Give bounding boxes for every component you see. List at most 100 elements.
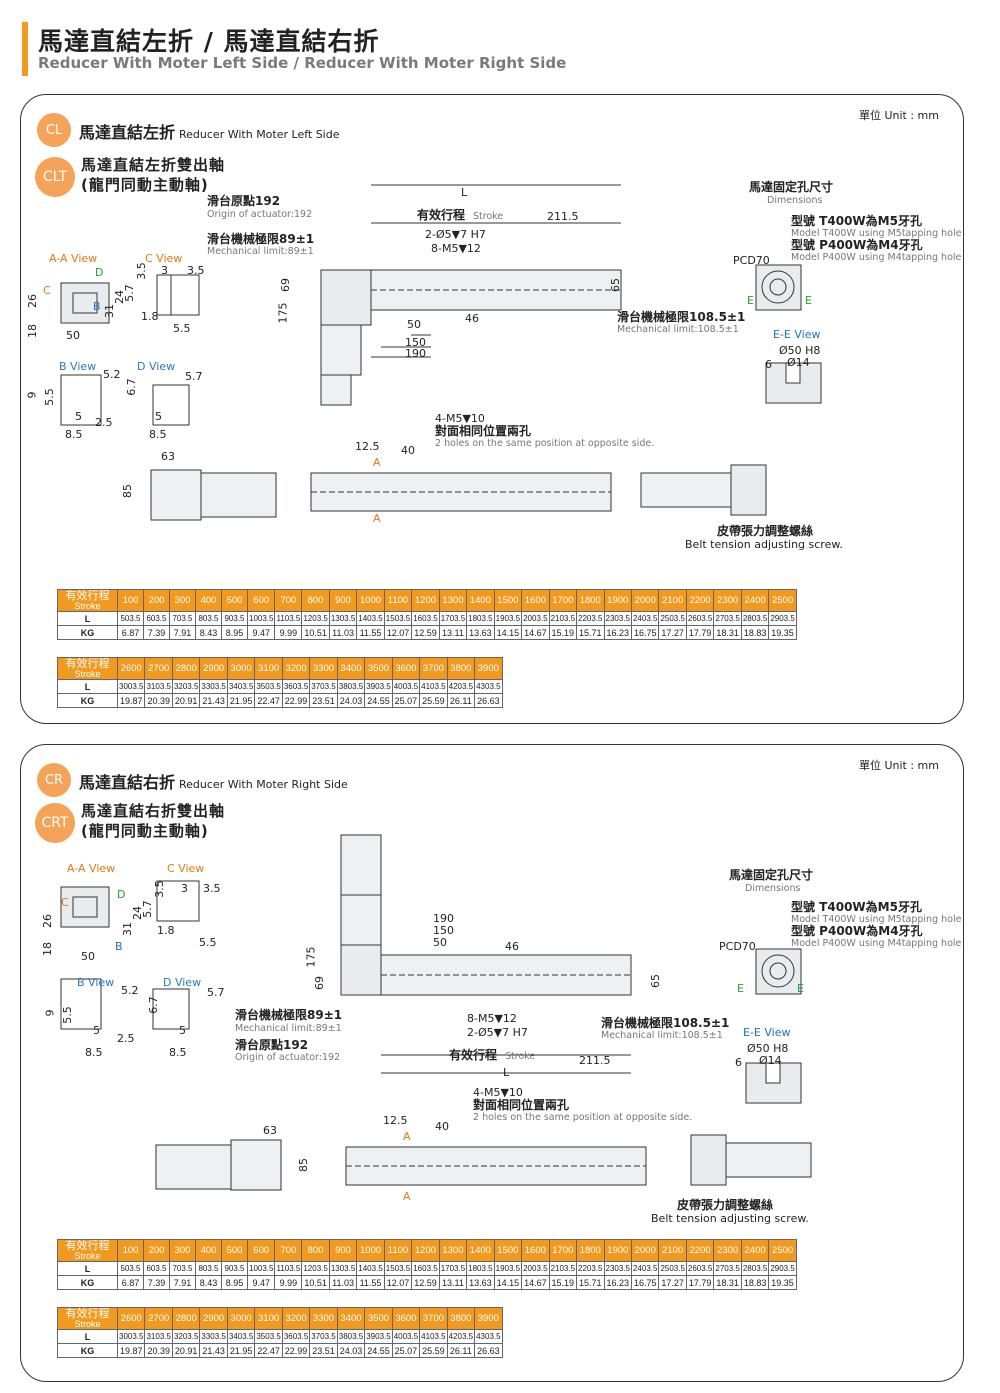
hole-spec-2-a: 8-M5▼12 [467,1012,517,1025]
top-corner-block-2 [340,944,382,996]
weight-value-cell: 18.31 [713,1275,742,1290]
t400-label-zh-2: 型號 T400W為M5牙孔 [791,900,922,914]
length-value-cell: 1403.5 [356,611,385,626]
phi-14-2: Ø14 [759,1054,782,1067]
stroke-header-zh: 有效行程 [65,657,110,670]
weight-value-cell: 19.87 [116,1343,146,1358]
length-value-cell: 2603.5 [685,1261,715,1276]
top-reducer-2 [340,894,382,946]
length-value-cell: 1803.5 [466,611,495,626]
length-value-cell: 4103.5 [419,1329,448,1344]
dim-6-2: 6 [735,1056,742,1069]
length-value-cell: 2903.5 [768,1261,797,1276]
dim-3-2: 3 [181,882,188,895]
stroke-value-cell: 1300 [438,589,468,612]
section-title-crt: 馬達直結右折雙出軸 (龍門同動主動軸) [81,801,225,841]
stroke-value-cell: 2300 [713,1239,742,1262]
length-value-cell: 3803.5 [336,679,366,694]
aa-view-label-2: A-A View [67,862,116,875]
m5-hole-note-en: 2 holes on the same position at opposite… [435,438,655,449]
length-value-cell: 2403.5 [630,1261,660,1276]
m5-hole-note-en-2: 2 holes on the same position at opposite… [473,1112,693,1123]
length-value-cell: 703.5 [169,611,196,626]
weight-value-cell: 15.19 [548,625,578,640]
weight-value-cell: 26.11 [446,693,476,708]
length-value-cell: 1203.5 [301,1261,330,1276]
origin-label-zh-2: 滑台原點192 [235,1038,309,1052]
top-corner-block [320,269,372,326]
dimension-drawing-right [60,834,812,1191]
dim-3-5: 3.5 [134,262,148,280]
weight-value-cell: 22.47 [254,693,283,708]
mech-limit-label-zh: 滑台機械極限89±1 [207,232,315,246]
stroke-value-cell: 1200 [411,1239,440,1262]
length-value-cell: 2803.5 [740,611,770,626]
length-value-cell: 3703.5 [309,679,338,694]
dim-175-2: 175 [304,946,318,968]
front-motor [200,472,277,518]
pcd-circle [761,270,795,304]
length-value-cell: 3203.5 [171,679,201,694]
top-motor [320,374,352,406]
hole-spec-1-a: 2-Ø5▼7 H7 [467,1026,528,1039]
phi-50-h8-2: Ø50 H8 [747,1042,789,1055]
section-a-marker-top-2: A [403,1130,411,1143]
weight-value-cell: 18.83 [740,1275,770,1290]
stroke-value-cell: 1000 [356,1239,385,1262]
stroke-value-cell: 3700 [419,657,448,680]
section-title-clt-line1: 馬達直結左折雙出軸 [81,156,226,174]
dim-8-5b-2: 8.5 [169,1046,187,1059]
dim-12-5: 12.5 [355,440,380,453]
stroke-value-cell: 3300 [309,657,338,680]
length-value-cell: 1503.5 [383,611,413,626]
mech-limit2-label-en-2: Mechanical limit:108.5±1 [601,1030,723,1041]
dim-211-5: 211.5 [547,210,579,223]
section-a-marker-bottom: A [373,512,381,525]
weight-value-cell: 16.23 [603,625,632,640]
dim-1-8-2: 1.8 [157,924,175,937]
length-value-cell: 1303.5 [328,611,358,626]
stroke-value-cell: 2900 [199,657,228,680]
weight-value-cell: 14.67 [521,1275,550,1290]
ee-view-bore [785,362,801,384]
dim-5-7b: 5.7 [185,370,203,383]
mech-limit-label-en-2: Mechanical limit:89±1 [235,1023,342,1034]
weight-value-cell: 19.35 [768,625,797,640]
dim-40-2: 40 [435,1120,449,1133]
dim-190: 190 [405,347,426,360]
length-value-cell: 3503.5 [254,679,283,694]
length-value-cell: 2203.5 [576,1261,605,1276]
length-value-cell: 3403.5 [226,1329,256,1344]
length-value-cell: 2803.5 [740,1261,770,1276]
front-flange [150,469,202,521]
row-label-L: L [57,679,118,694]
stroke-value-cell: 1700 [548,589,578,612]
stroke-value-cell: 3200 [281,1307,311,1330]
dim-50: 50 [407,318,421,331]
weight-value-cell: 20.91 [171,1343,201,1358]
motor-fix-label-zh: 馬達固定孔尺寸 [749,180,834,194]
length-value-cell: 1103.5 [274,611,303,626]
stroke-value-cell: 1400 [466,1239,495,1262]
weight-value-cell: 6.87 [117,1275,144,1290]
weight-value-cell: 17.27 [658,1275,687,1290]
dim-3-5-2: 3.5 [152,880,166,898]
weight-value-cell: 11.03 [328,625,358,640]
dim-18-2: 18 [41,942,54,956]
belt-screw-label-zh-2: 皮帶張力調整螺絲 [677,1198,774,1212]
stroke-value-cell: 3100 [254,657,283,680]
dim-85-2: 85 [297,1158,310,1172]
stroke-value-cell: 1500 [493,589,523,612]
length-value-cell: 2303.5 [603,1261,632,1276]
length-value-cell: 2903.5 [768,611,797,626]
stroke-value-cell: 1800 [576,589,605,612]
weight-value-cell: 18.31 [713,625,742,640]
stroke-value-cell: 3300 [309,1307,338,1330]
c-marker: C [43,284,51,297]
b-view-label-2: B View [77,976,115,989]
length-value-cell: 3903.5 [364,679,393,694]
section-title-clt-line2: (龍門同動主動軸) [81,176,209,194]
